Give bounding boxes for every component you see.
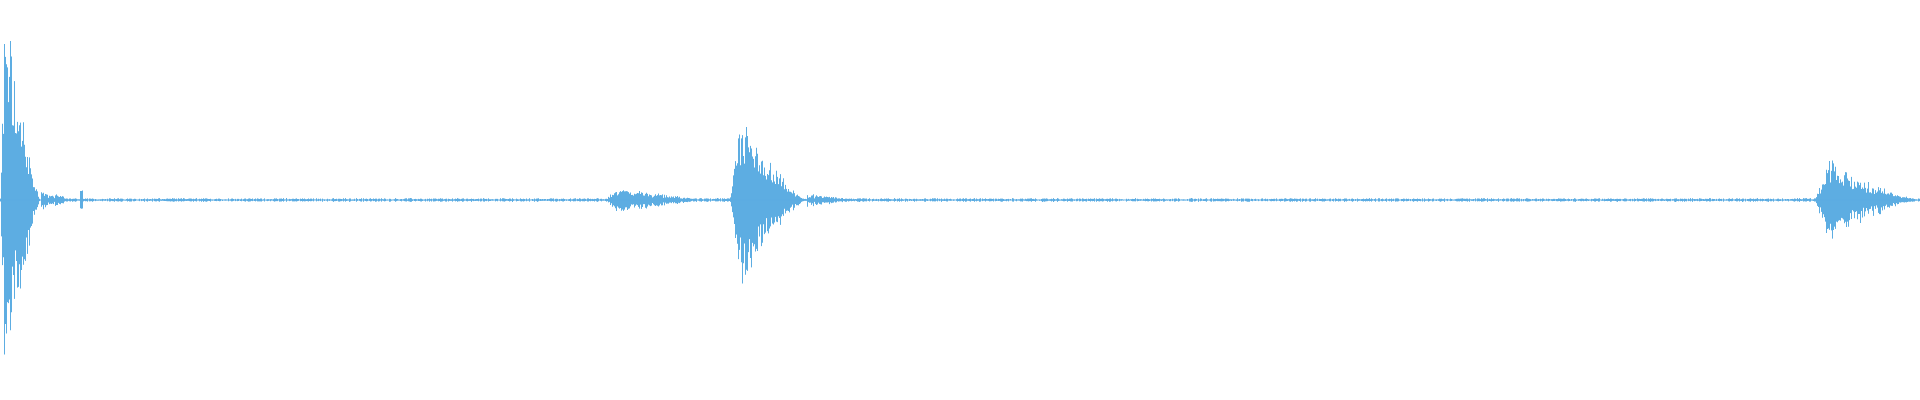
waveform-trace	[0, 40, 1920, 355]
waveform-bars	[0, 40, 1920, 355]
